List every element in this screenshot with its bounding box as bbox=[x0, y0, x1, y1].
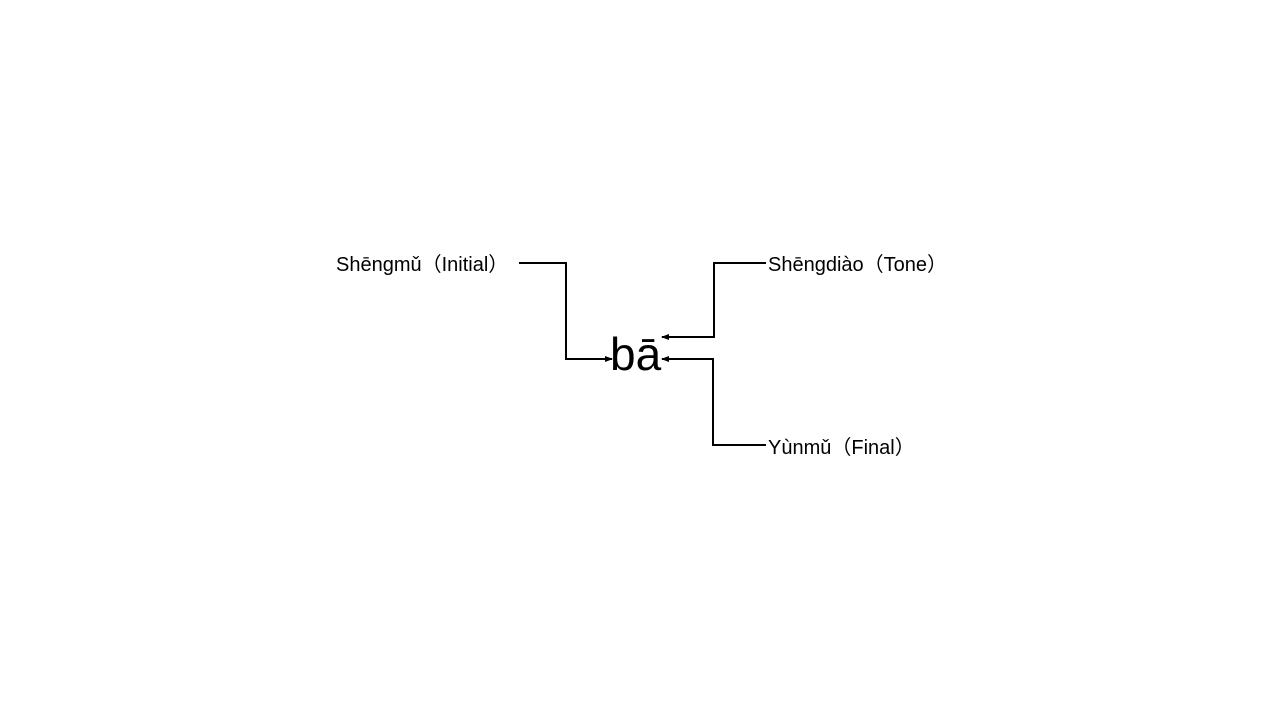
tone-connector-arrow bbox=[661, 262, 766, 340]
tone-label: Shēngdiào（Tone） bbox=[768, 254, 948, 276]
final-connector-arrow bbox=[661, 356, 766, 446]
final-label: Yùnmǔ（Final） bbox=[768, 437, 915, 459]
initial-label: Shēngmǔ（Initial） bbox=[336, 254, 509, 276]
syllable-text: bā bbox=[610, 328, 662, 380]
initial-connector-arrow bbox=[519, 262, 613, 362]
